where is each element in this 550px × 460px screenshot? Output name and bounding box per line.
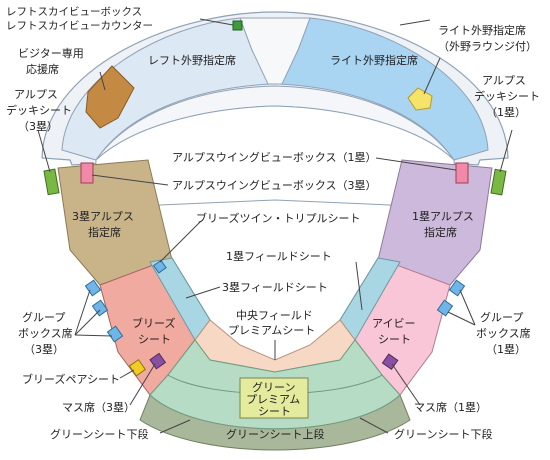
- group-box-1b-1[interactable]: [448, 279, 466, 297]
- label-alps-deck-1b-1: アルプス: [482, 74, 526, 87]
- group-box-3b-4[interactable]: [152, 259, 167, 274]
- left-skyview-box-marker[interactable]: [232, 20, 243, 31]
- label-group-1b-1: グループ: [480, 310, 523, 324]
- label-group-3b-2: ボックス席: [18, 326, 73, 340]
- label-green-lower-right: グリーンシート下段: [394, 427, 492, 441]
- label-breeze-2: シート: [138, 333, 171, 346]
- label-right-outfield: ライト外野指定席: [330, 53, 418, 67]
- label-alps-deck-1b-3: （1塁）: [486, 106, 526, 119]
- alps-deck-3b-marker[interactable]: [43, 168, 60, 196]
- label-right-lounge-1: ライト外野指定席: [438, 23, 526, 37]
- group-box-3b-3[interactable]: [106, 325, 124, 343]
- label-ivy-1: アイビー: [372, 317, 415, 330]
- label-alps-deck-3b-3: （3塁）: [18, 120, 58, 133]
- label-visitor-2: 応援席: [26, 62, 59, 76]
- center-backscreen: [239, 17, 311, 85]
- label-alps-3b-1: 3塁アルプス: [72, 210, 134, 223]
- group-box-3b-2[interactable]: [91, 299, 109, 317]
- label-group-1b-3: （1塁）: [486, 343, 526, 356]
- label-breeze-1: ブリーズ: [132, 316, 175, 330]
- label-green-lower-left: グリーンシート下段: [50, 427, 148, 441]
- label-wing-box-1b: アルプスウイングビューボックス（1塁）: [172, 150, 377, 164]
- green-premium-section[interactable]: [239, 377, 309, 419]
- label-group-1b-2: ボックス席: [476, 326, 531, 340]
- right-lounge-seat[interactable]: [407, 87, 433, 111]
- label-alps-deck-3b-2: デッキシート: [6, 103, 72, 117]
- label-masu-1b: マス席（1塁）: [414, 400, 487, 414]
- label-left-skyview-box: レフトスカイビューボックス: [6, 6, 142, 18]
- label-green-premium-2: プレミアム: [246, 393, 300, 406]
- group-box-3b-1[interactable]: [84, 279, 102, 297]
- group-box-1b-2[interactable]: [436, 299, 454, 317]
- wing-box-3b-marker[interactable]: [80, 162, 94, 184]
- alps-deck-1b-marker[interactable]: [490, 168, 507, 196]
- label-green-upper: グリーンシート上段: [226, 427, 324, 441]
- label-left-outfield: レフト外野指定席: [148, 53, 236, 67]
- label-group-3b-1: グループ: [22, 310, 65, 324]
- label-alps-1b-2: 指定席: [424, 225, 457, 239]
- wing-box-1b-marker[interactable]: [455, 162, 469, 184]
- label-right-lounge-2: （外野ラウンジ付）: [438, 40, 537, 53]
- label-breeze-pair: ブリーズペアシート: [22, 372, 120, 386]
- visitor-cheering-section[interactable]: [85, 65, 135, 129]
- label-alps-deck-3b-1: アルプス: [14, 88, 58, 101]
- label-premium-field-1: 中央フィールド: [236, 309, 313, 322]
- label-premium-field-2: プレミアムシート: [228, 324, 315, 337]
- label-left-skyview-counter: レフトスカイビューカウンター: [6, 20, 153, 32]
- label-visitor-1: ビジター専用: [18, 47, 84, 60]
- label-breeze-twin-triple: ブリーズツイン・トリプルシート: [196, 211, 360, 225]
- label-masu-3b: マス席（3塁）: [62, 400, 135, 414]
- label-wing-box-3b: アルプスウイングビューボックス（3塁）: [172, 178, 377, 192]
- label-group-3b-3: （3塁）: [24, 343, 64, 356]
- label-ivy-2: シート: [378, 333, 411, 346]
- label-alps-3b-2: 指定席: [88, 225, 121, 239]
- label-alps-1b-1: 1塁アルプス: [412, 210, 474, 223]
- masu-1b-marker[interactable]: [381, 353, 399, 371]
- label-field-1b: 1塁フィールドシート: [226, 250, 332, 263]
- label-green-premium-1: グリーン: [252, 380, 295, 394]
- label-field-3b: 3塁フィールドシート: [222, 281, 328, 294]
- label-green-premium-3: シート: [258, 405, 291, 418]
- leader-lines: [37, 18, 513, 434]
- infield-concourse: [92, 105, 458, 277]
- label-alps-deck-1b-2: デッキシート: [474, 89, 540, 103]
